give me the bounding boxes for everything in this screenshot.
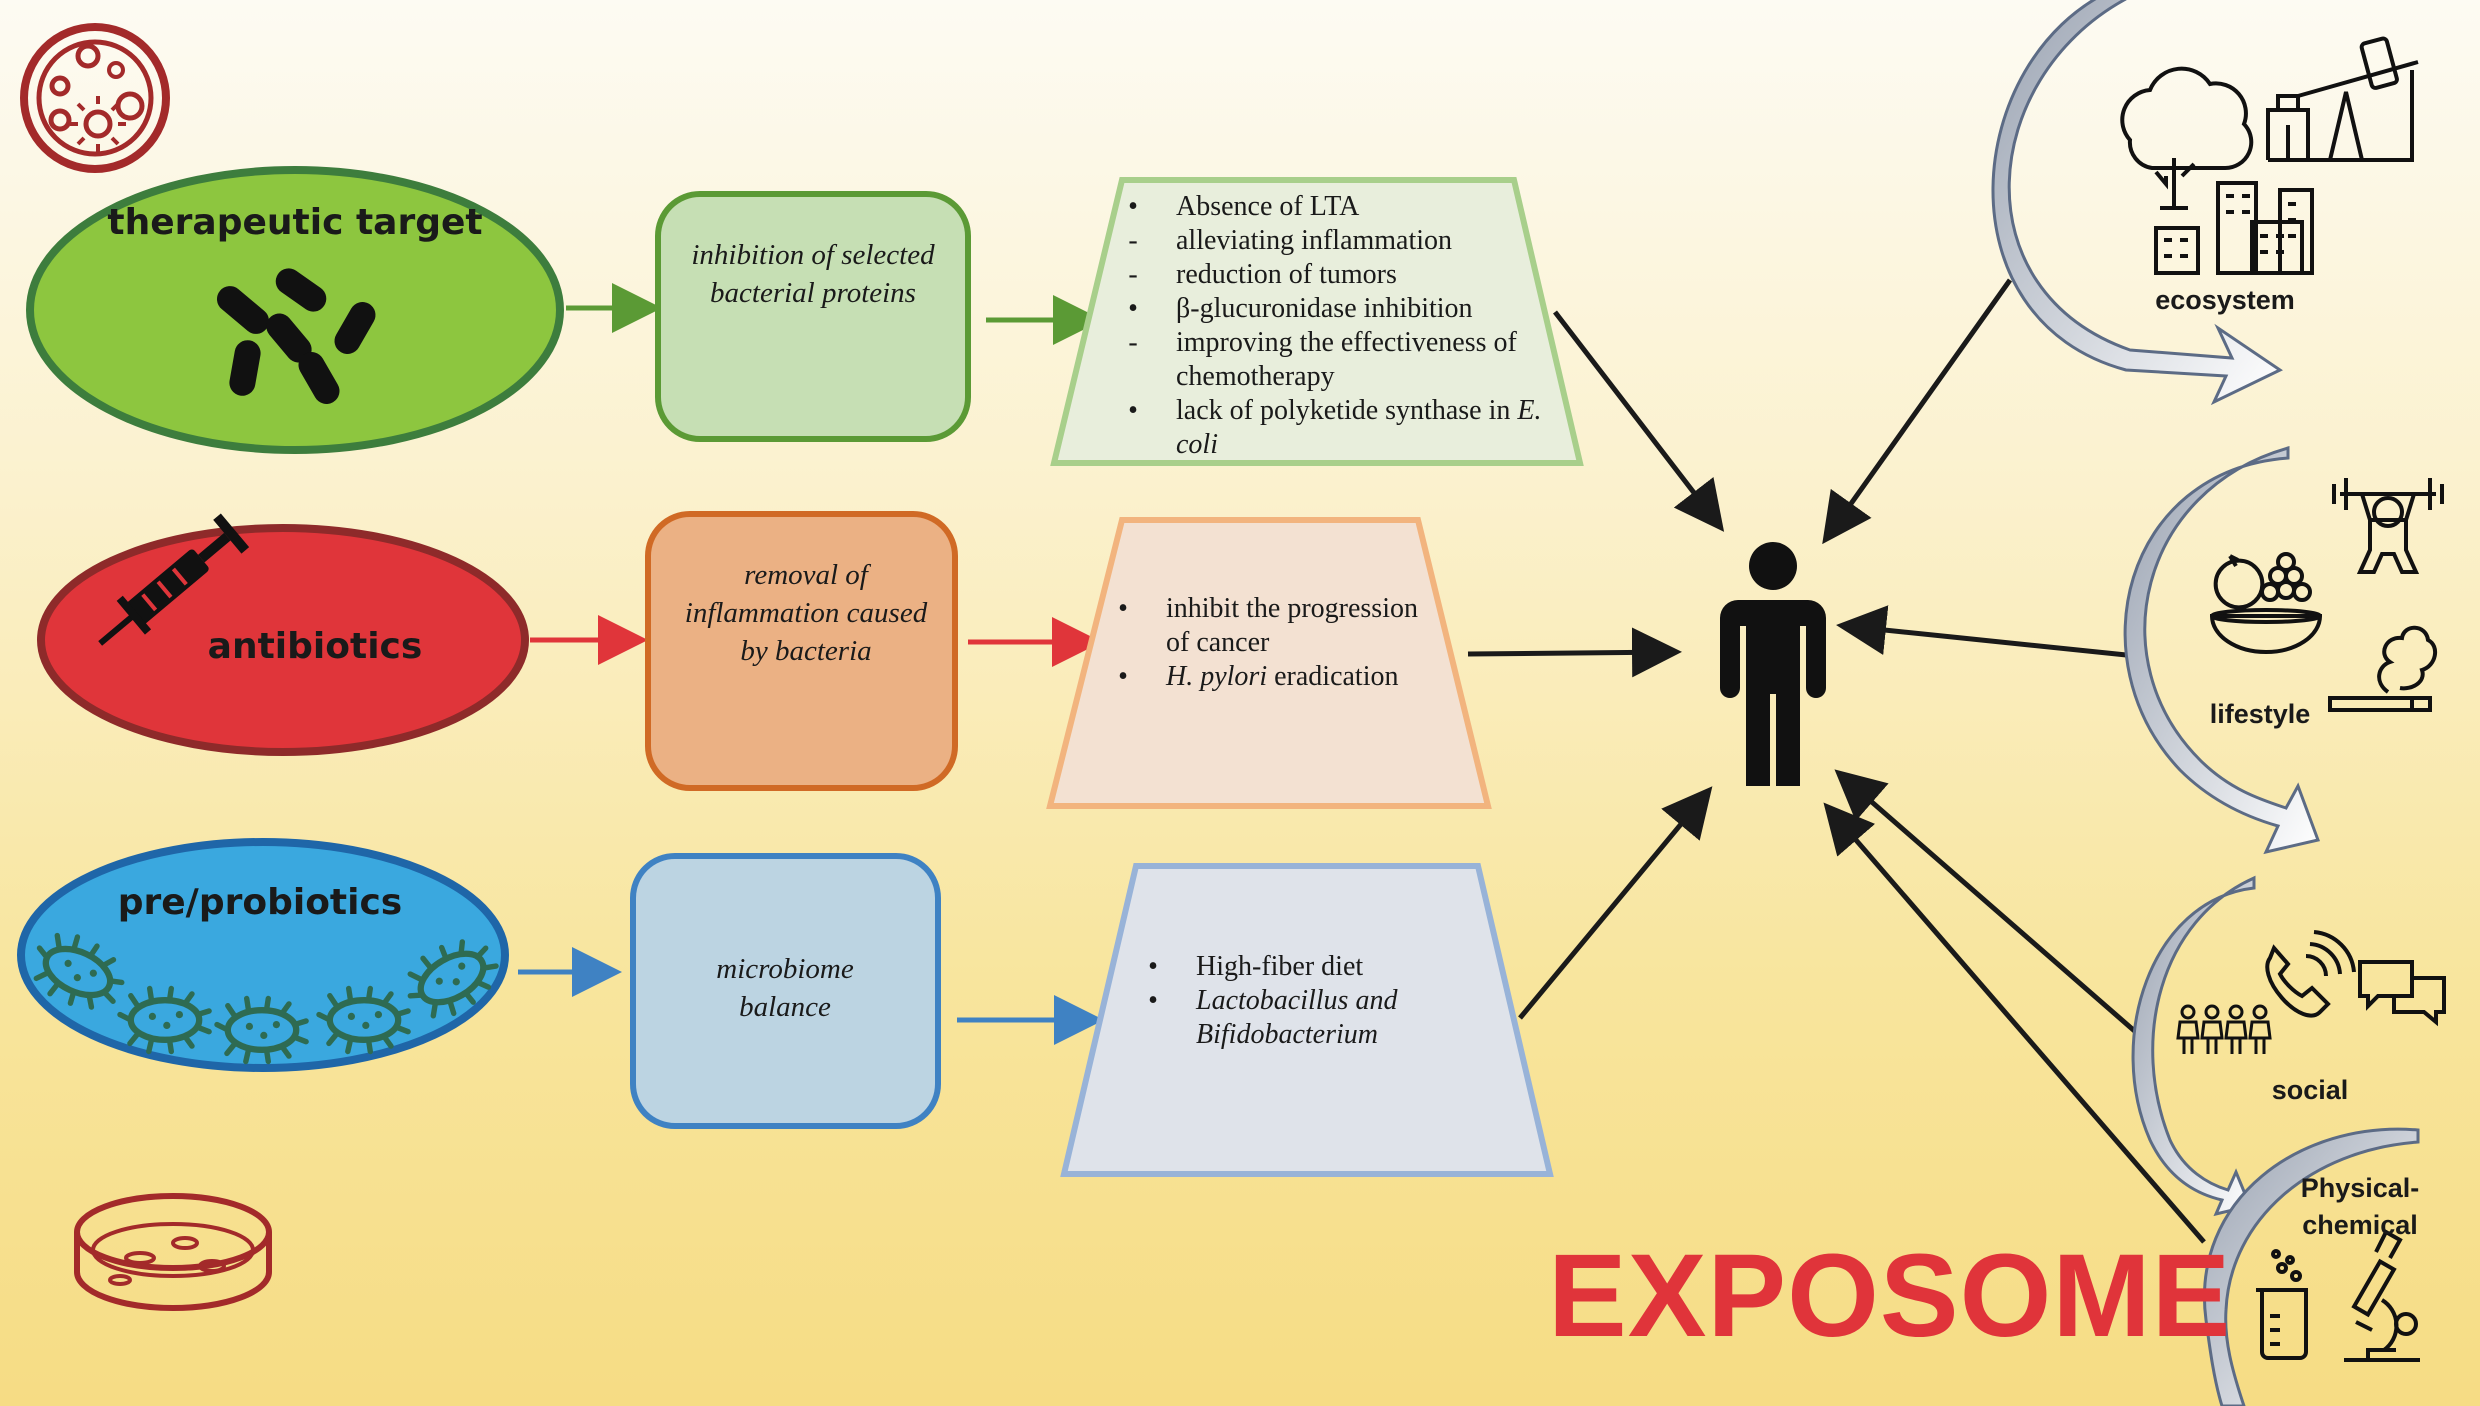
effects-trapezoid-2 [1046,517,1492,809]
petri-dish-icon [74,1193,272,1311]
effect-item: -improving the effectiveness of chemothe… [1128,327,1517,392]
cigarette-icon [2328,625,2438,712]
removal-box [645,511,958,791]
therapeutic-target-oval [26,166,564,454]
inhibition-box-text: inhibition of selected bacterial protein… [691,239,935,309]
effect-item: •Lactobacillus and Bifidobacterium [1148,985,1398,1050]
petri-dish-icon [20,23,170,173]
antibiotics-label: antibiotics [207,626,423,667]
inhibition-box [655,191,971,442]
physical-chemical-label: Physical-chemical [2300,1173,2420,1240]
tree-icon [2120,66,2254,210]
microbiome-box-text: microbiome balance [716,953,854,1023]
buildings-icon [2154,181,2314,275]
weightlifter-icon [2332,478,2444,574]
pre-probiotics-label: pre/probiotics [117,882,403,923]
therapeutic-target-label: therapeutic target [107,202,483,243]
microscope-icon [2344,1229,2420,1362]
pre-probiotics-oval [17,838,509,1072]
effect-item: •inhibit the progression of cancer [1118,593,1418,658]
effects-trapezoid-3 [1060,863,1554,1177]
microbiome-box [630,853,941,1129]
curved-arrow [2203,1127,2420,1406]
effect-item: -reduction of tumors [1128,259,1397,290]
effect-item: •lack of polyketide synthase in E. coli [1128,395,1542,460]
exposome-title: EXPOSOME [1548,1230,2232,1362]
effects-list-1: •Absence of LTA -alleviating inflammatio… [1118,190,1550,462]
syringe-icon [98,513,250,646]
lifestyle-label: lifestyle [2209,699,2311,729]
effect-item: •β-glucuronidase inhibition [1128,293,1473,324]
ecosystem-label: ecosystem [2155,285,2295,315]
effect-item: •H. pylori eradication [1118,661,1399,692]
effects-list-2: •inhibit the progression of cancer •H. p… [1108,592,1448,694]
removal-box-text: removal of inflammation caused by bacter… [684,559,928,667]
fruit-bowl-icon [2209,552,2323,654]
effect-item: •High-fiber diet [1148,951,1364,982]
effects-trapezoid-1 [1050,177,1584,466]
effect-item: -alleviating inflammation [1128,225,1453,256]
curved-arrow [1991,0,2283,406]
curved-arrow [2131,875,2256,1217]
beaker-icon [2256,1249,2308,1360]
effects-list-3: •High-fiber diet •Lactobacillus and Bifi… [1138,950,1468,1052]
social-label: social [2271,1075,2349,1105]
phone-icon [2265,930,2356,1018]
person-icon [1720,542,1826,786]
curved-arrow [2123,446,2320,855]
bacteria-icon [216,268,376,404]
chat-icon [2358,960,2446,1027]
people-icon [2176,1004,2272,1054]
oil-pump-icon [2266,36,2419,162]
effect-item: •Absence of LTA [1128,191,1360,222]
